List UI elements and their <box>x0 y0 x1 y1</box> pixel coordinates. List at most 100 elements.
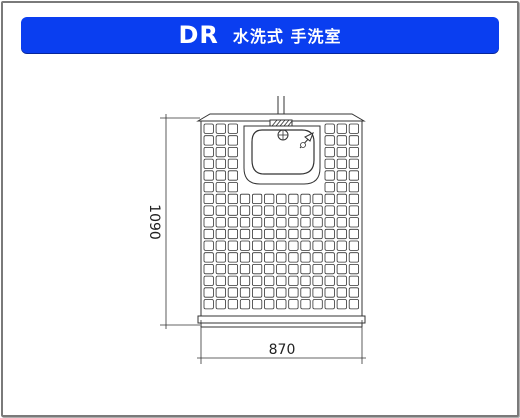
grid-tile <box>324 193 335 204</box>
grid-tile <box>264 299 275 310</box>
grid-tile <box>324 240 335 251</box>
grid-tile <box>336 217 347 228</box>
grid-tile <box>227 252 238 263</box>
grid-tile <box>203 123 214 134</box>
grid-tile <box>300 275 311 286</box>
grid-tile <box>336 240 347 251</box>
grid-tile <box>312 228 323 240</box>
grid-tile <box>251 205 263 216</box>
grid-tile <box>239 299 251 310</box>
grid-tile <box>276 205 287 216</box>
grid-tile <box>276 252 287 263</box>
grid-tile <box>336 252 347 263</box>
grid-tile <box>227 217 238 228</box>
grid-tile <box>239 217 251 228</box>
grid-tile <box>203 158 214 169</box>
grid-tile <box>348 123 360 134</box>
grid-tile <box>348 158 360 169</box>
grid-tile <box>276 275 287 286</box>
grid-tile <box>251 287 263 298</box>
grid-tile <box>348 205 360 216</box>
grid-tile <box>348 170 360 181</box>
grid-tile <box>300 240 311 251</box>
grid-tile <box>227 275 238 286</box>
grid-tile <box>336 263 347 275</box>
grid-tile <box>203 146 214 158</box>
grid-tile <box>312 193 323 204</box>
grid-tile <box>264 252 275 263</box>
grid-tile <box>239 275 251 286</box>
grid-tile <box>336 299 347 310</box>
grid-tile <box>288 263 299 275</box>
grid-tile <box>203 299 214 310</box>
grid-tile <box>264 240 275 251</box>
grid-tile <box>336 287 347 298</box>
grid-tile <box>264 287 275 298</box>
grid-tile <box>348 275 360 286</box>
grid-tile <box>215 123 226 134</box>
grid-tile <box>324 252 335 263</box>
grid-tile <box>348 240 360 251</box>
grid-tile <box>324 182 335 193</box>
grid-tile <box>276 240 287 251</box>
grid-tile <box>348 252 360 263</box>
grid-tile <box>215 299 226 310</box>
grid-tile <box>348 135 360 146</box>
grid-tile <box>203 217 214 228</box>
grid-tile <box>312 240 323 251</box>
grid-tile <box>312 287 323 298</box>
grid-tile <box>288 252 299 263</box>
grid-tile <box>336 228 347 240</box>
grid-tile <box>215 193 226 204</box>
height-dimension <box>160 114 200 329</box>
grid-tile <box>215 158 226 169</box>
grid-tile <box>215 217 226 228</box>
grid-tile <box>215 240 226 251</box>
product-title: 水洗式 手洗室 <box>232 27 342 46</box>
grid-tile <box>288 275 299 286</box>
grid-tile <box>324 263 335 275</box>
grid-tile <box>203 275 214 286</box>
grid-tile <box>227 205 238 216</box>
grid-tile <box>336 158 347 169</box>
grid-tile <box>348 287 360 298</box>
grid-tile <box>324 228 335 240</box>
grid-tile <box>227 158 238 169</box>
grid-tile <box>348 299 360 310</box>
grid-tile <box>276 193 287 204</box>
grid-tile <box>203 182 214 193</box>
grid-tile <box>239 263 251 275</box>
grid-tile <box>324 135 335 146</box>
floor-tile-grid <box>203 123 360 310</box>
grid-tile <box>215 263 226 275</box>
grid-tile <box>239 240 251 251</box>
grid-tile <box>215 170 226 181</box>
grid-tile <box>227 135 238 146</box>
grid-tile <box>300 287 311 298</box>
grid-tile <box>288 299 299 310</box>
grid-tile <box>251 228 263 240</box>
faucet-icon <box>277 129 289 141</box>
grid-tile <box>324 170 335 181</box>
base-outline <box>197 315 366 328</box>
grid-tile <box>251 299 263 310</box>
grid-tile <box>203 170 214 181</box>
grid-tile <box>227 193 238 204</box>
grid-tile <box>324 146 335 158</box>
grid-tile <box>300 217 311 228</box>
grid-tile <box>276 299 287 310</box>
grid-tile <box>264 263 275 275</box>
grid-tile <box>227 299 238 310</box>
grid-tile <box>324 123 335 134</box>
grid-tile <box>227 228 238 240</box>
grid-tile <box>227 263 238 275</box>
grid-tile <box>348 217 360 228</box>
drain-arrow-icon <box>299 131 314 149</box>
grid-tile <box>227 240 238 251</box>
grid-tile <box>336 170 347 181</box>
grid-tile <box>227 182 238 193</box>
grid-tile <box>288 240 299 251</box>
grid-tile <box>203 240 214 251</box>
grid-tile <box>276 287 287 298</box>
